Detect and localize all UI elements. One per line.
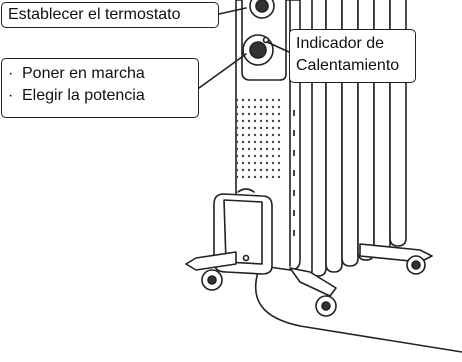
function-item-text: Poner en marcha (22, 65, 145, 82)
power-cord (254, 271, 462, 353)
heating-indicator-line2: Calentamiento (296, 57, 400, 74)
vent-grille (235, 98, 281, 179)
indicator-leader (266, 41, 290, 53)
function-item-text: Elegir la potencia (22, 87, 145, 104)
thermostat-label: Establecer el termostato (1, 2, 219, 28)
functions-leader (198, 53, 247, 89)
bullet-icon: · (8, 87, 14, 104)
bullet-icon: · (8, 65, 14, 82)
function-item: · Poner en marcha (8, 63, 192, 85)
heating-indicator-label: Indicador de Calentamiento (289, 29, 416, 83)
function-item: · Elegir la potencia (8, 85, 192, 107)
power-functions-label: · Poner en marcha · Elegir la potencia (1, 58, 199, 118)
heating-indicator-line1: Indicador de (296, 35, 385, 52)
side-slots (293, 110, 295, 236)
thermostat-knob (249, 0, 275, 19)
thermostat-label-text: Establecer el termostato (8, 6, 181, 23)
power-knob (242, 34, 274, 66)
thermostat-leader (218, 7, 247, 15)
left-leg (185, 251, 237, 291)
front-leg (289, 267, 337, 317)
right-leg (359, 243, 433, 275)
